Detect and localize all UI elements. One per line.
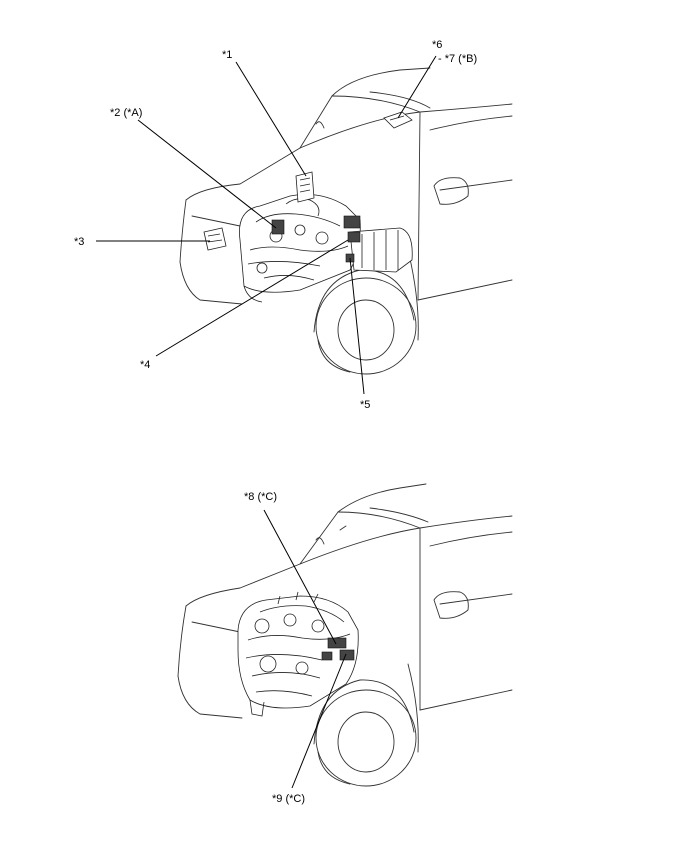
top-engine-assembly: [239, 193, 413, 303]
callout-2: *2 (*A): [110, 107, 142, 119]
callout-5: *5: [360, 399, 370, 411]
bottom-engine-assembly: [237, 591, 359, 717]
module-3: [203, 227, 227, 251]
ecu-module-1: [295, 171, 315, 203]
top-vehicle-diagram: *1 *2 (*A) *3 *4 *5 *6 - *7 (*B): [74, 39, 513, 411]
top-leader-lines: [96, 55, 437, 395]
top-callout-labels: *1 *2 (*A) *3 *4 *5 *6 - *7 (*B): [74, 39, 477, 411]
bottom-vehicle-body: [177, 483, 513, 787]
callout-9: *9 (*C): [272, 793, 305, 805]
bottom-leader-lines: [263, 509, 347, 789]
callout-6: *6: [432, 39, 442, 51]
callout-1: *1: [222, 49, 232, 61]
callout-3: *3: [74, 236, 84, 248]
module-6-7: [383, 111, 413, 129]
bottom-callout-labels: *8 (*C) *9 (*C): [244, 491, 305, 805]
callout-8: *8 (*C): [244, 491, 277, 503]
bottom-vehicle-diagram: *8 (*C) *9 (*C): [177, 483, 513, 805]
top-vehicle-body: [179, 67, 513, 375]
callout-4: *4: [140, 359, 150, 371]
callout-7: - *7 (*B): [438, 53, 477, 65]
